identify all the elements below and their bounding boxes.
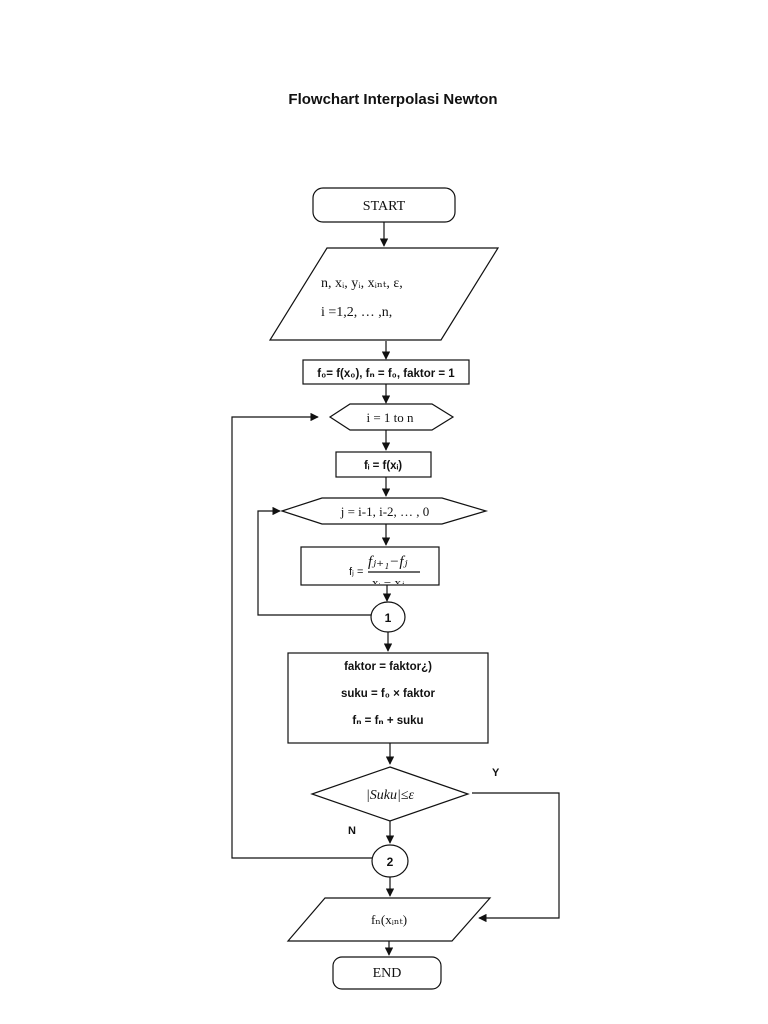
connector-2: 2 [371,844,409,878]
page-title: Flowchart Interpolasi Newton [288,91,497,108]
process-line1: faktor = faktor¿) [344,661,432,673]
no-label: N [348,825,356,837]
decision-label: |Suku|≤ε [366,788,415,803]
fi-process: fᵢ = f(xᵢ) [335,451,432,478]
end-terminal: END [332,956,442,990]
main-process: faktor = faktor¿) suku = f₀ × faktor fₙ … [287,652,489,744]
fj-denominator: xᵢ − xⱼ [372,575,404,590]
end-label: END [373,966,402,981]
loop-i-label: i = 1 to n [366,410,414,425]
yes-edge [472,792,560,923]
output-label: fₙ(xᵢₙₜ) [371,912,407,927]
loop-j-label: j = i-1, i-2, … , 0 [340,504,430,519]
connector-1: 1 [370,601,406,633]
init-process: f₀= f(x₀), fₙ = f₀, faktor = 1 [302,359,470,385]
input-line1: n, xᵢ, yᵢ, xᵢₙₜ, ε, [321,276,403,291]
input-line2: i =1,2, … ,n, [321,305,392,320]
process-line3: fₙ = fₙ + suku [352,715,423,727]
loop-j-hexagon: j = i-1, i-2, … , 0 [280,497,489,525]
fj-lhs: fⱼ = [349,566,363,578]
process-line2: suku = f₀ × faktor [341,688,436,700]
loop-i-hexagon: i = 1 to n [328,403,455,431]
start-label: START [363,199,406,214]
fi-label: fᵢ = f(xᵢ) [364,460,402,472]
input-parallelogram: n, xᵢ, yᵢ, xᵢₙₜ, ε, i =1,2, … ,n, [268,247,500,341]
yes-label: Y [492,767,500,779]
fj-process: fⱼ = fⱼ₊₁−fⱼ xᵢ − xⱼ [300,546,440,590]
connector-2-label: 2 [387,855,394,869]
fj-numerator: fⱼ₊₁−fⱼ [368,554,408,570]
start-terminal: START [312,187,456,223]
init-label: f₀= f(x₀), fₙ = f₀, faktor = 1 [317,368,455,380]
loop-i-back-edge [231,412,372,859]
decision-diamond: |Suku|≤ε [310,766,470,822]
output-parallelogram: fₙ(xᵢₙₜ) [286,897,492,942]
loop-j-back-edge [257,506,371,616]
connector-1-label: 1 [385,611,392,625]
